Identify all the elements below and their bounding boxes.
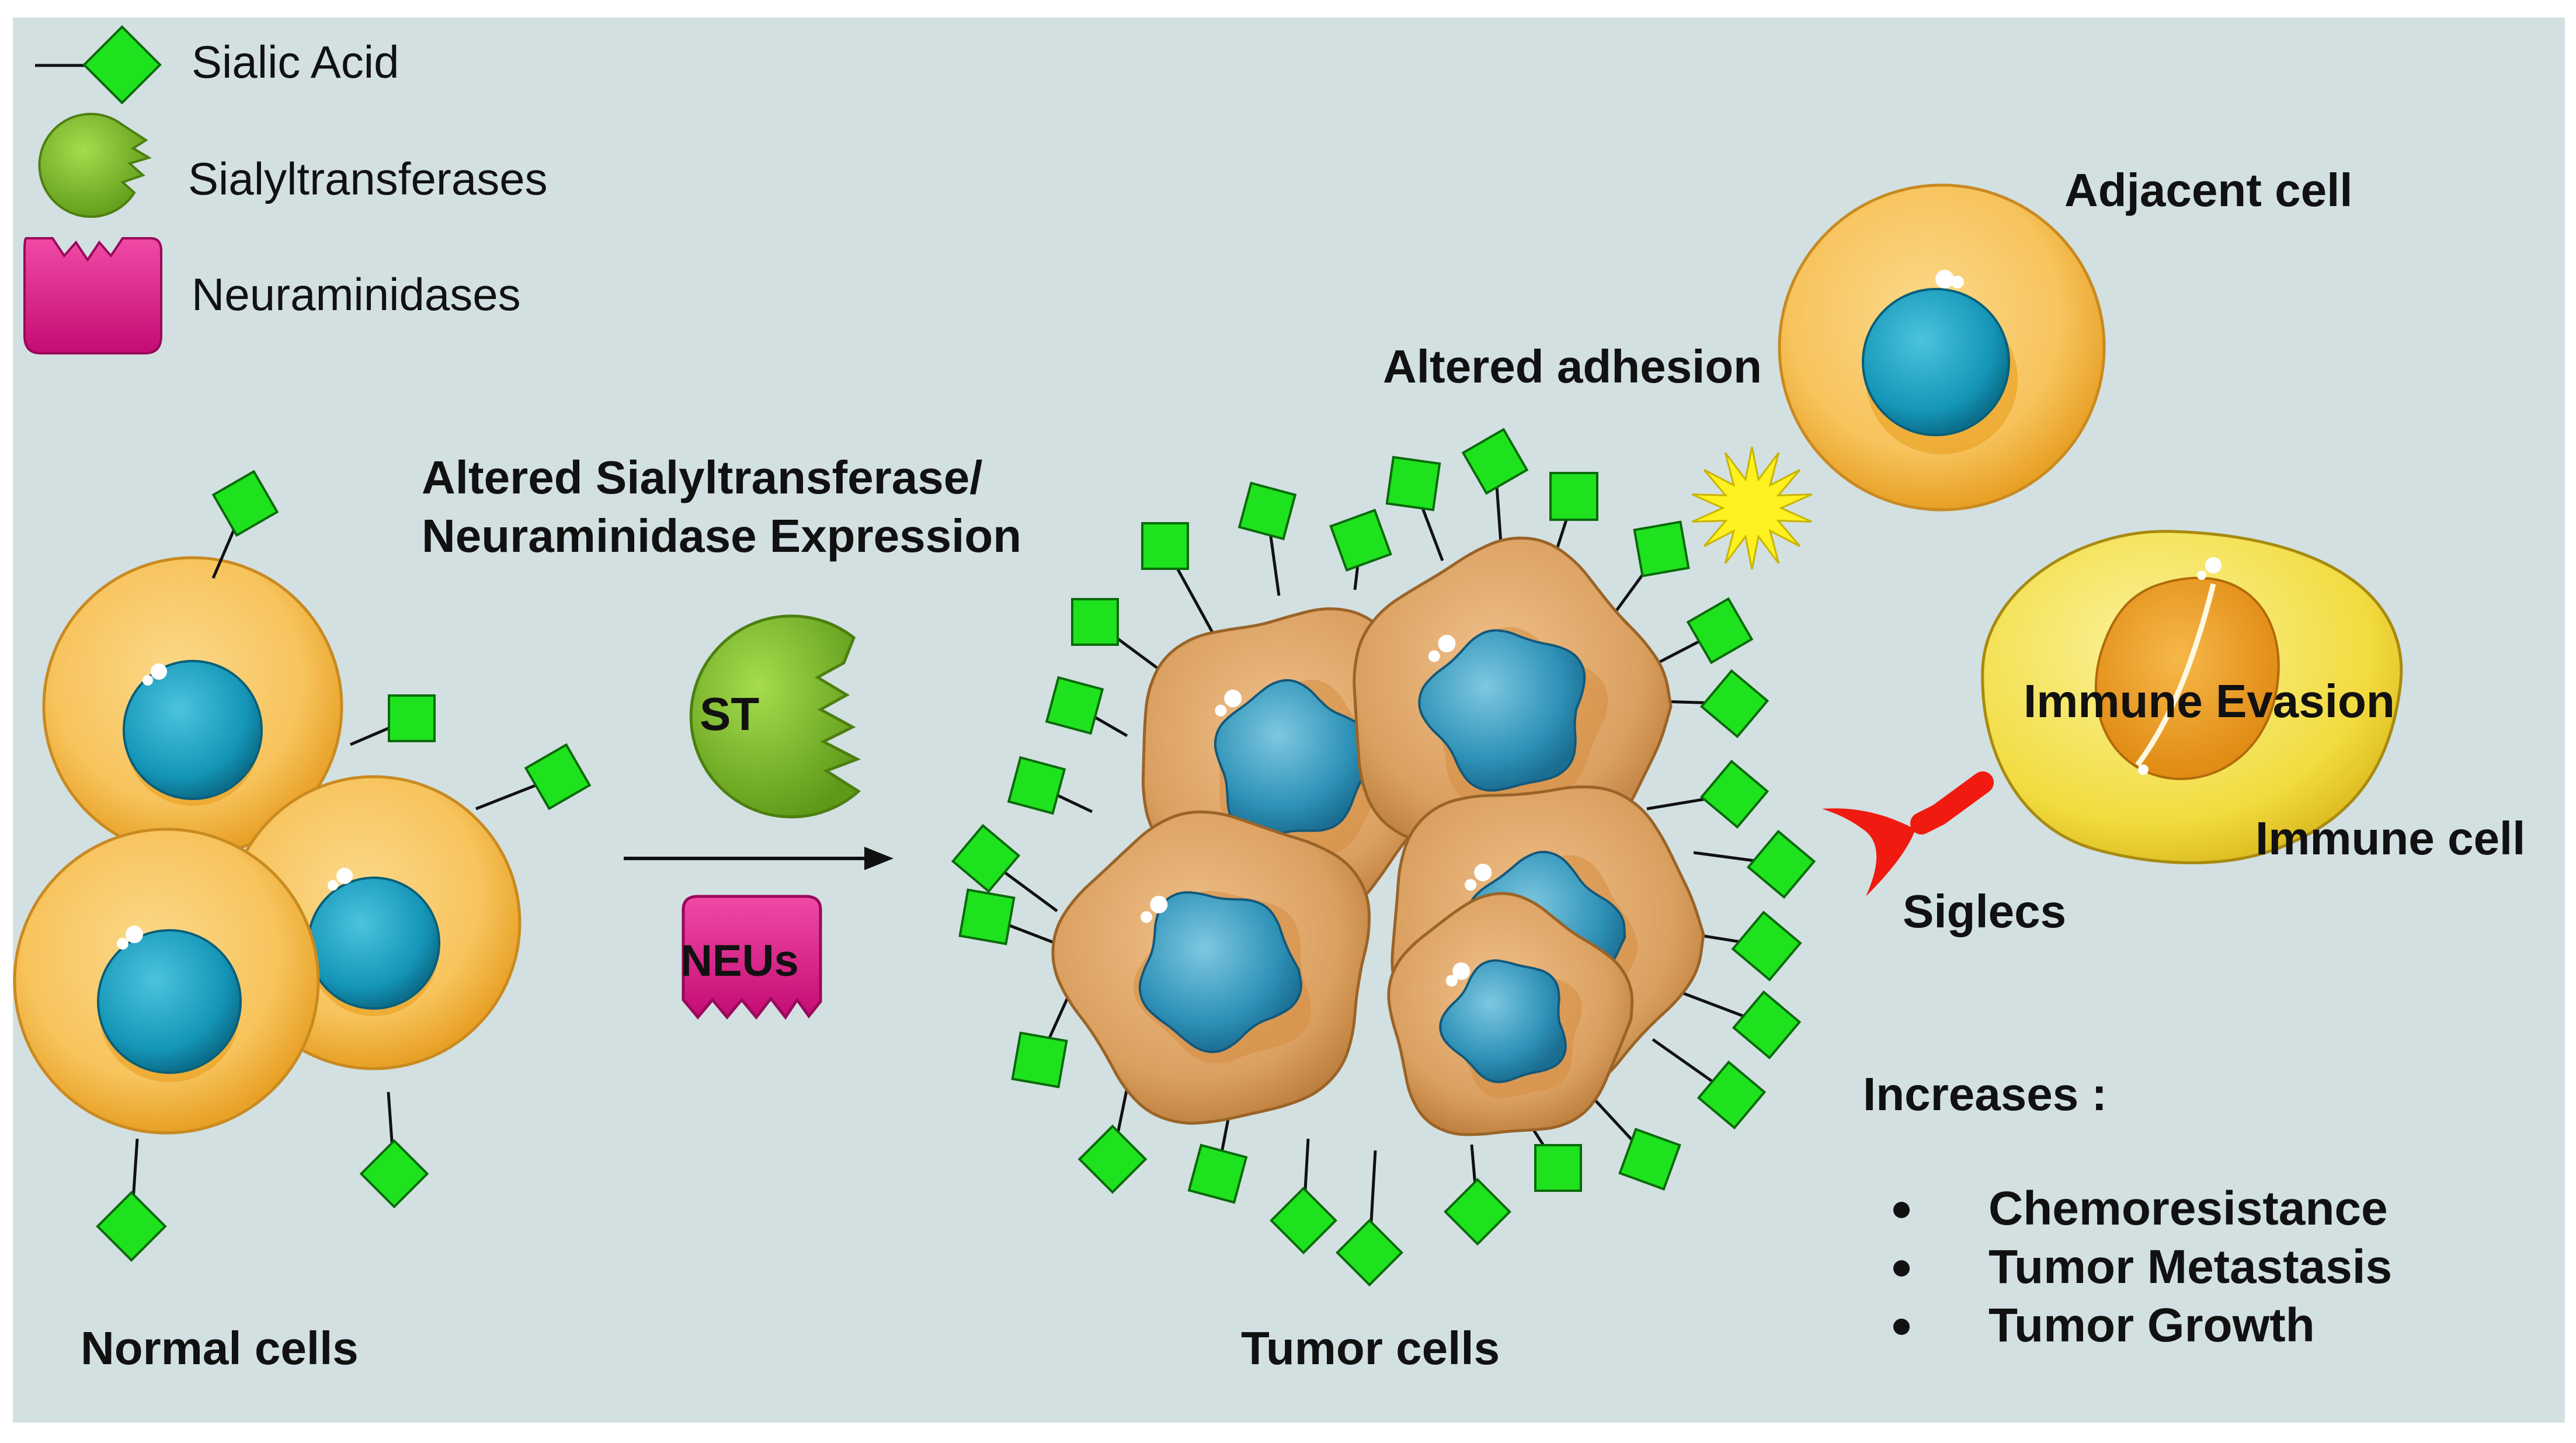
sialic-acid-icon xyxy=(1071,598,1163,673)
siglecs-label: Siglecs xyxy=(1903,885,2067,937)
sialic-acid-icon xyxy=(1007,756,1093,815)
sialic-acid-icon xyxy=(1646,759,1770,829)
sialic-acid-icon xyxy=(1604,520,1690,626)
immune-evasion-label: Immune Evasion xyxy=(2024,675,2395,727)
outcome-item: Tumor Growth xyxy=(1880,1296,2392,1355)
immune-cell xyxy=(1981,530,2403,864)
tumor-cells-label: Tumor cells xyxy=(1241,1322,1500,1374)
increases-label: Increases : xyxy=(1863,1068,2108,1120)
altered-adhesion-label: Altered adhesion xyxy=(1383,340,1762,392)
sialic-acid-icon xyxy=(1693,829,1816,899)
legend-neuraminidases-label: Neuraminidases xyxy=(192,269,521,320)
st-label: ST xyxy=(700,688,760,740)
outcome-item: Chemoresistance xyxy=(1880,1180,2392,1238)
sialic-acid-icon xyxy=(1336,1150,1403,1286)
immune-cell-label: Immune cell xyxy=(2255,812,2526,864)
adhesion-star-icon xyxy=(1691,446,1813,570)
sialic-acid-icon xyxy=(1045,676,1128,738)
sialic-acid-icon xyxy=(1270,1138,1337,1254)
normal-cells-label: Normal cells xyxy=(81,1322,359,1374)
adjacent-cell xyxy=(1778,183,2106,512)
sialic-acid-icon xyxy=(96,1138,167,1262)
process-arrow xyxy=(624,847,894,870)
sialic-acid-icon xyxy=(475,743,592,811)
normal-cells xyxy=(13,556,522,1135)
outcomes-list: Chemoresistance Tumor Metastasis Tumor G… xyxy=(1880,1180,2392,1355)
process-label-line2: Neuraminidase Expression xyxy=(422,510,1022,562)
sialic-acid-icon xyxy=(1461,427,1529,544)
sialic-acid-icon xyxy=(951,823,1058,913)
sialic-acid-icon xyxy=(359,1091,429,1209)
neus-label: NEUs xyxy=(680,936,799,986)
sialic-acid-icon xyxy=(1237,481,1297,596)
siglec-receptor-icon xyxy=(1822,771,1994,896)
st-enzyme-icon xyxy=(689,614,861,819)
tumor-cells xyxy=(1051,536,1705,1136)
tumor-cell xyxy=(1353,536,1673,861)
sialic-acid-icon xyxy=(1522,1114,1582,1192)
sialic-acid-icon xyxy=(1681,990,1802,1060)
sialic-acid-icon xyxy=(1141,522,1216,638)
sialyltransferase-icon xyxy=(38,113,152,218)
sialic-acid-icon xyxy=(1444,1144,1511,1246)
tumor-cell xyxy=(1051,810,1371,1125)
sialic-acid-icon xyxy=(1329,509,1392,590)
neuraminidase-icon xyxy=(23,237,162,354)
neus-enzyme-icon xyxy=(682,895,822,1020)
legend-sialyltransferases-label: Sialyltransferases xyxy=(188,153,548,204)
sialic-acid-icon xyxy=(958,888,1063,948)
outcome-item: Tumor Metastasis xyxy=(1880,1238,2392,1296)
process-label-line1: Altered Sialyltransferase/ xyxy=(422,451,983,503)
tumor-cell-sialic-acids xyxy=(951,427,1816,1286)
sialic-acid-icon xyxy=(1652,1038,1767,1130)
tumor-cell xyxy=(1387,892,1634,1136)
sialic-acid-icon xyxy=(350,694,436,746)
sialic-acid-icon xyxy=(1385,455,1444,561)
adjacent-cell-label: Adjacent cell xyxy=(2064,164,2353,216)
sialic-acid-icon xyxy=(1693,910,1802,982)
legend-sialic-acid-label: Sialic Acid xyxy=(192,36,399,88)
sialic-acid-icon xyxy=(35,25,162,105)
sialic-acid-icon xyxy=(211,470,279,579)
normal-cell-sialic-acids xyxy=(96,470,592,1262)
